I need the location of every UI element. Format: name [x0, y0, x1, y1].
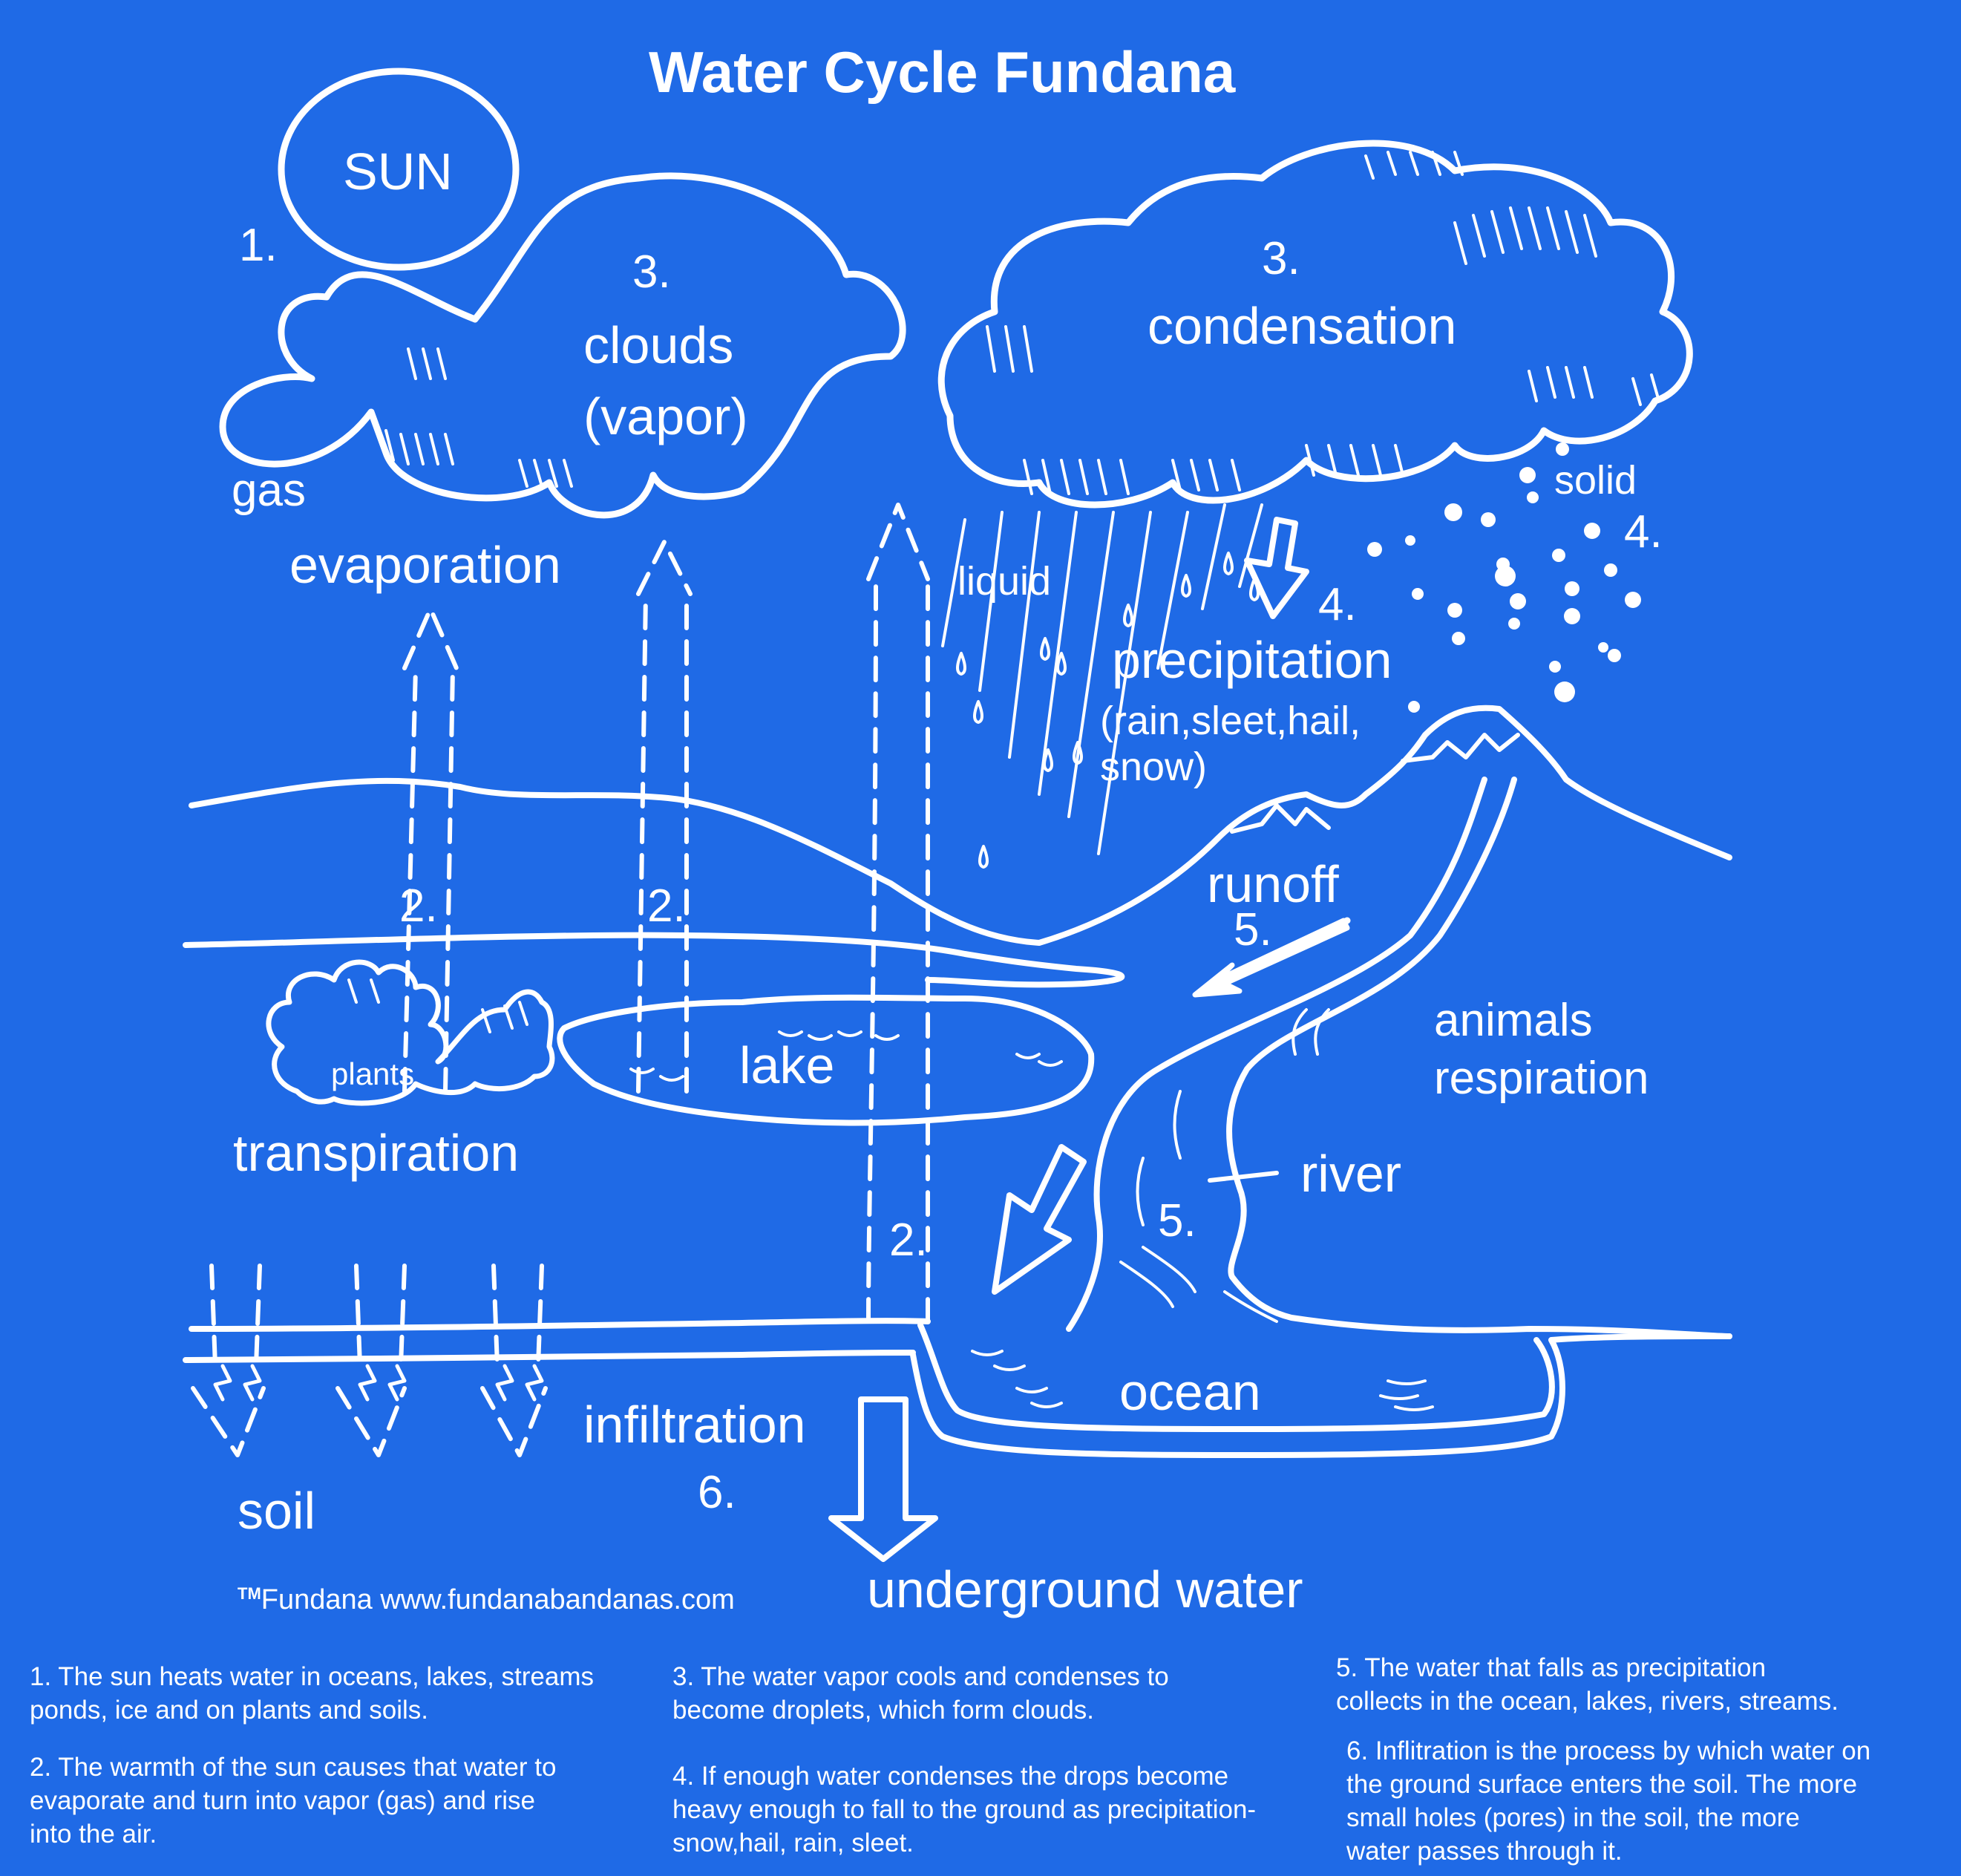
solid-step-label: 4. — [1624, 506, 1663, 558]
gas-label: gas — [232, 465, 306, 516]
river-flow-lines — [1119, 1008, 1330, 1323]
note-3: 3. The water vapor cools and condenses t… — [672, 1662, 1169, 1725]
condensation-label: condensation — [1148, 297, 1457, 355]
evaporation-arrows — [402, 503, 931, 1324]
ground-line-top — [189, 1318, 931, 1332]
note-5: 5. The water that falls as precipitation… — [1336, 1653, 1839, 1716]
note-1: 1. The sun heats water in oceans, lakes,… — [30, 1662, 595, 1725]
snow-dots — [1367, 442, 1641, 713]
trademark-mark: TM — [238, 1584, 261, 1603]
evaporation-step-c: 2. — [889, 1215, 928, 1266]
left-cloud — [219, 172, 906, 519]
right-cloud — [937, 140, 1693, 509]
precipitation-types-line2: snow) — [1100, 745, 1208, 789]
credit-text: Fundana www.fundanabandanas.com — [261, 1584, 735, 1615]
note-2: 2. The warmth of the sun causes that wat… — [30, 1753, 557, 1849]
left-cloud-shading — [384, 347, 573, 488]
soil-label: soil — [238, 1482, 316, 1540]
underground-arrow — [828, 1396, 938, 1562]
lake-outline — [557, 994, 1095, 1126]
vapor-label: (vapor) — [583, 388, 748, 445]
note-6: 6. Inflitration is the process by which … — [1346, 1736, 1871, 1866]
precipitation-step-label: 4. — [1318, 579, 1357, 630]
evaporation-step-a: 2. — [399, 880, 438, 932]
note-4: 4. If enough water condenses the drops b… — [672, 1762, 1257, 1857]
infiltration-label: infiltration — [583, 1396, 806, 1454]
far-hill-line — [189, 777, 1042, 946]
rain-streaks — [941, 503, 1263, 855]
mountain-snowcaps — [1230, 733, 1520, 834]
clouds-step-label: 3. — [632, 246, 671, 298]
precipitation-types-line1: (rain,sleet,hail, — [1100, 699, 1361, 743]
precipitation-label: precipitation — [1112, 631, 1392, 689]
animals-label: animals — [1434, 995, 1593, 1046]
evaporation-label: evaporation — [289, 536, 561, 594]
river-right-bank — [1226, 777, 1732, 1339]
respiration-label: respiration — [1434, 1053, 1649, 1104]
mountain-left — [1036, 705, 1732, 946]
runoff-label: runoff — [1207, 855, 1339, 913]
lake-ripples — [629, 1030, 1063, 1082]
river-label: river — [1300, 1145, 1402, 1203]
sun-circle — [278, 68, 520, 271]
ocean-inflow-arrow — [992, 1144, 1087, 1295]
river-pointer-line — [1208, 1171, 1279, 1183]
step-1-label: 1. — [239, 220, 278, 271]
lake-label: lake — [739, 1036, 835, 1094]
diagram-title: Water Cycle Fundana — [649, 39, 1236, 105]
transpiration-label: transpiration — [233, 1124, 520, 1182]
precipitation-arrow — [1244, 517, 1309, 619]
ocean-basin — [917, 1322, 1555, 1432]
ocean-basin-inner — [910, 1333, 1732, 1458]
plants-label: plants — [331, 1056, 415, 1091]
solid-label: solid — [1554, 458, 1637, 503]
infiltration-arrows — [191, 1264, 548, 1457]
condensation-step-label: 3. — [1262, 233, 1300, 284]
liquid-label: liquid — [957, 559, 1052, 604]
soil-zigzags — [213, 1364, 544, 1402]
bush-shading — [347, 978, 528, 1033]
ocean-waves — [971, 1350, 1434, 1411]
river-left-bank — [1066, 777, 1487, 1332]
bushes — [266, 959, 555, 1106]
runoff-step-label: 5. — [1234, 904, 1272, 955]
river-step-label: 5. — [1158, 1195, 1196, 1246]
evaporation-step-b: 2. — [647, 880, 686, 932]
underground-water-label: underground water — [867, 1560, 1303, 1618]
ground-line-bottom — [183, 1350, 916, 1363]
runoff-arrow-line — [1199, 917, 1351, 995]
clouds-label: clouds — [583, 316, 734, 374]
right-cloud-shading — [986, 151, 1660, 495]
sun-label: SUN — [343, 143, 453, 200]
lake-shore-line — [183, 932, 1125, 988]
ocean-label: ocean — [1119, 1363, 1261, 1421]
infiltration-step-label: 6. — [698, 1467, 736, 1518]
credit-line: TMFundana www.fundanabandanas.com — [238, 1584, 735, 1615]
